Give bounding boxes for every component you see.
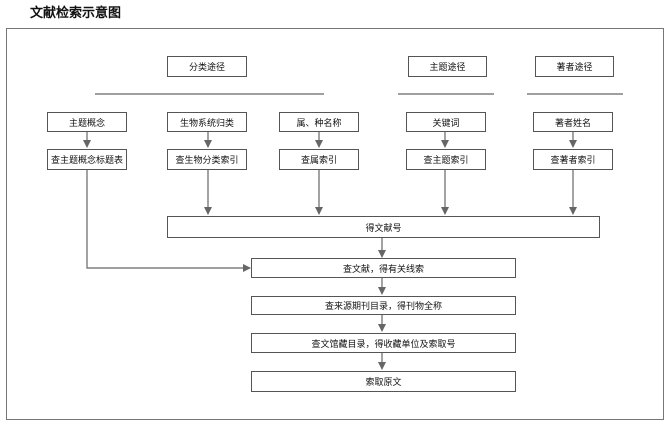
node-genus-name: 属、种名称 [279,112,359,132]
node-bio-class: 生物系统归类 [167,112,247,132]
node-genus-index: 查属索引 [279,149,359,170]
node-author-name: 著者姓名 [533,112,613,132]
node-get-number: 得文献号 [167,216,600,238]
node-keyword: 关键词 [406,112,486,132]
node-subject-concept: 主题概念 [47,112,127,132]
diagram-title: 文献检索示意图 [30,6,122,21]
node-check-journal: 查来源期刊目录，得刊物全称 [251,296,516,315]
category-classification: 分类途径 [167,56,247,77]
node-get-original: 索取原文 [251,371,516,392]
node-check-doc: 查文献，得有关线索 [251,258,516,278]
node-bio-class-index: 查生物分类索引 [167,149,247,170]
category-author: 著者途径 [535,56,614,77]
diagram-frame [6,28,664,420]
node-subject-index: 查主题索引 [406,149,486,170]
node-check-library: 查文馆藏目录，得收藏单位及索取号 [251,333,516,353]
category-subject: 主题途径 [408,56,487,77]
node-subject-heading-table: 查主题概念标题表 [47,149,127,170]
node-author-index: 查著者索引 [533,149,613,170]
